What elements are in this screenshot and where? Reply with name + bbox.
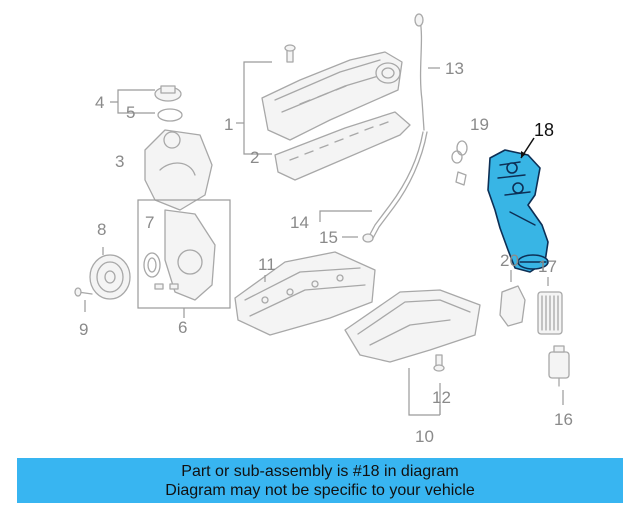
valve-cover-part (261, 51, 403, 141)
callout-7: 7 (145, 213, 154, 232)
crank-seal-part (143, 252, 161, 278)
callout-12: 12 (432, 388, 451, 407)
callout-15: 15 (319, 228, 338, 247)
callout-6: 6 (178, 318, 187, 337)
callout-19: 19 (470, 115, 489, 134)
callout-5: 5 (126, 103, 135, 122)
callout-17: 17 (538, 257, 557, 276)
front-cover-part (164, 209, 216, 301)
valve-cover-gasket-part (274, 111, 411, 181)
callout-4: 4 (95, 93, 104, 112)
pulley-bolt-part (74, 287, 93, 297)
callout-16: 16 (554, 410, 573, 429)
banner-line-1: Part or sub-assembly is #18 in diagram (181, 463, 459, 480)
seal-rings-part (451, 140, 468, 186)
parts-diagram: 1 2 3 4 5 6 7 8 9 10 11 12 13 14 15 16 1… (74, 13, 573, 446)
oil-cap-part (154, 85, 182, 102)
valve-cover-bolt-part (284, 44, 296, 63)
filter-cap-part (499, 285, 526, 327)
cap-seal-part (157, 108, 183, 122)
banner-line-2: Diagram may not be specific to your vehi… (165, 482, 475, 499)
pressure-sender-part (548, 345, 570, 387)
callout-2: 2 (250, 148, 259, 167)
callout-10: 10 (415, 427, 434, 446)
crank-pulley-part (89, 254, 131, 300)
callout-1: 1 (224, 115, 233, 134)
dipstick-tube-part (362, 131, 428, 243)
callout-14: 14 (290, 213, 309, 232)
timing-cover-part (144, 129, 213, 211)
small-bolt-part (154, 283, 179, 290)
oil-filter-element-part (537, 291, 563, 335)
callout-8: 8 (97, 220, 106, 239)
callout-20: 20 (500, 251, 519, 270)
callout-13: 13 (445, 59, 464, 78)
callout-11: 11 (258, 255, 276, 274)
callout-9: 9 (79, 320, 88, 339)
callout-3: 3 (115, 152, 124, 171)
oil-filter-housing-part-highlighted[interactable] (487, 149, 549, 273)
lower-oil-pan-part (344, 289, 481, 363)
callout-18: 18 (534, 120, 554, 140)
drain-plug-part (433, 354, 445, 372)
upper-oil-pan-part (234, 251, 376, 336)
info-banner: Part or sub-assembly is #18 in diagram D… (17, 458, 623, 503)
dipstick-part (414, 13, 425, 131)
